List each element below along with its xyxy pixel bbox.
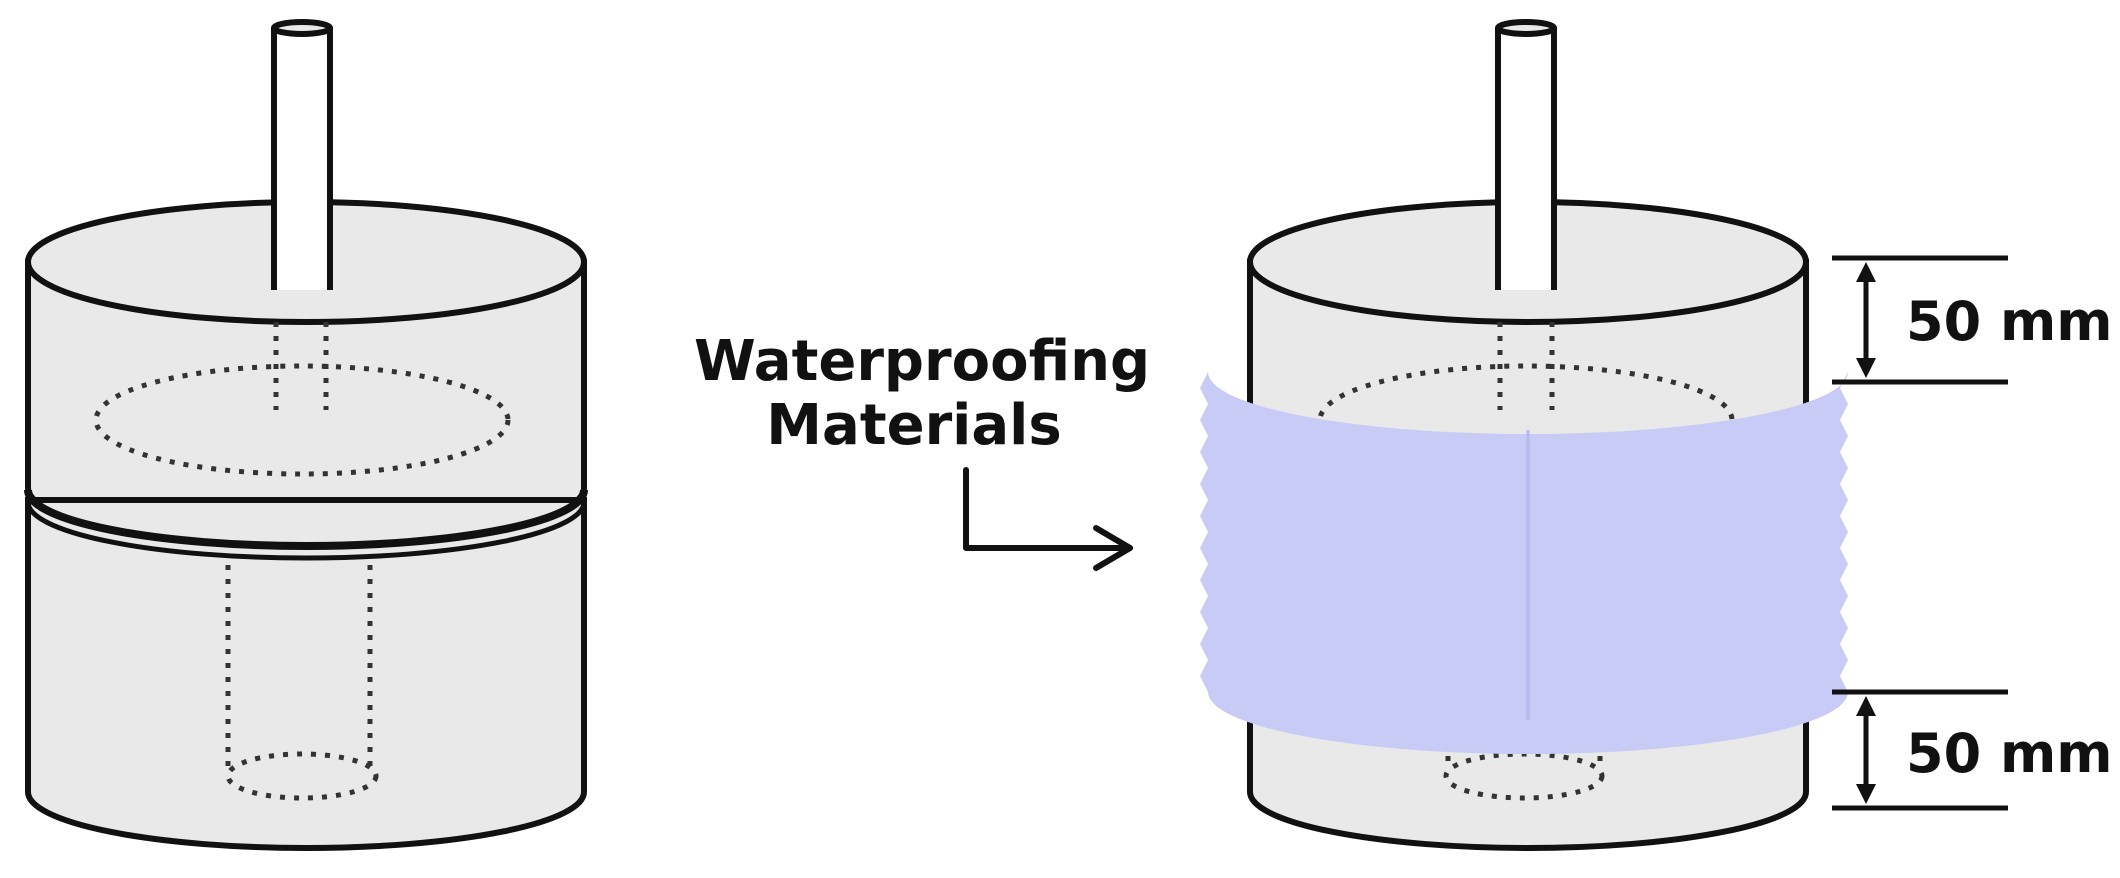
left-hidden-lines: [93, 322, 511, 801]
pointer-arrow: [963, 467, 1133, 571]
left-lower-body: [25, 497, 587, 851]
dimension-bottom: [1832, 689, 2008, 811]
waterproofing-band: [1200, 372, 1848, 754]
dimension-top: [1832, 255, 2008, 385]
left-rod: [271, 19, 333, 290]
dimension-bottom-label: 50 mm: [1906, 722, 2113, 785]
waterproofing-label-line1: Waterproofing: [694, 329, 1151, 394]
waterproofing-label-line2: Materials: [766, 393, 1062, 458]
left-specimen: [24, 199, 588, 851]
left-seam: [24, 489, 588, 550]
dimension-top-label: 50 mm: [1906, 290, 2113, 353]
right-rod: [1495, 19, 1557, 290]
waterproofing-label: Waterproofing Materials: [694, 329, 1151, 458]
left-seam-inner: [25, 501, 587, 561]
